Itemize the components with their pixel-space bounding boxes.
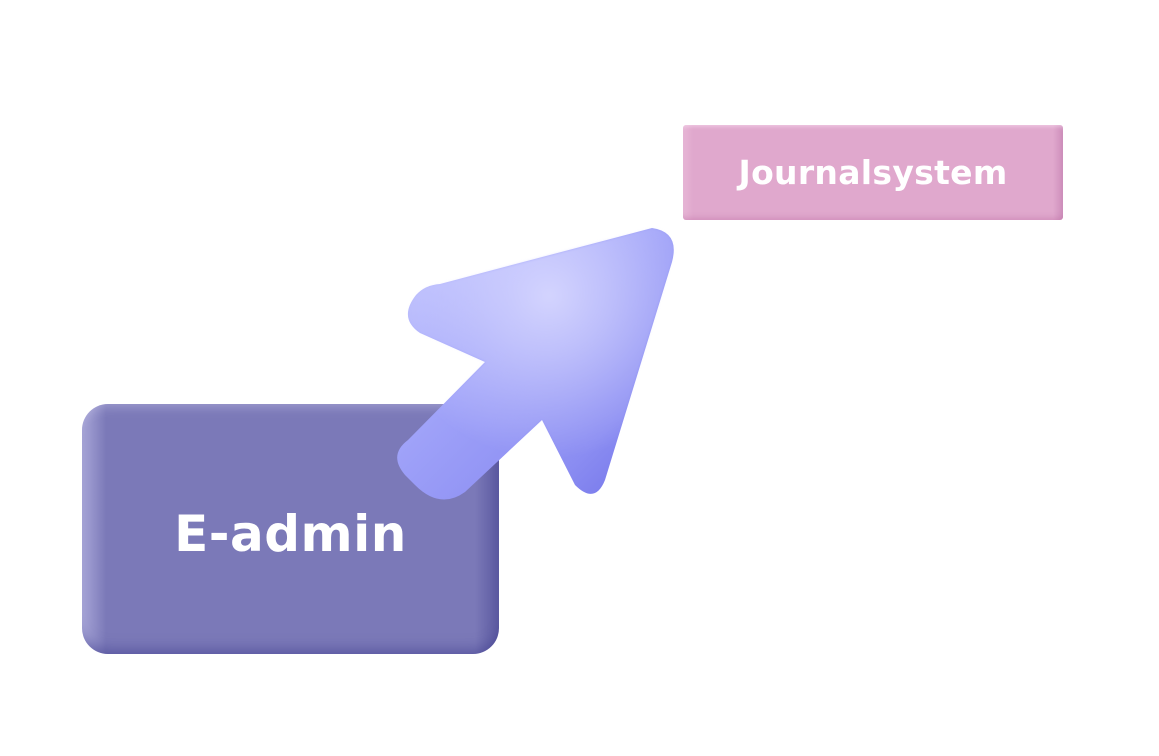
target-box-label: Journalsystem: [738, 153, 1008, 192]
target-box-journalsystem: Journalsystem: [683, 125, 1063, 220]
source-box-e-admin: E-admin: [82, 404, 499, 654]
source-box-label: E-admin: [174, 505, 407, 563]
